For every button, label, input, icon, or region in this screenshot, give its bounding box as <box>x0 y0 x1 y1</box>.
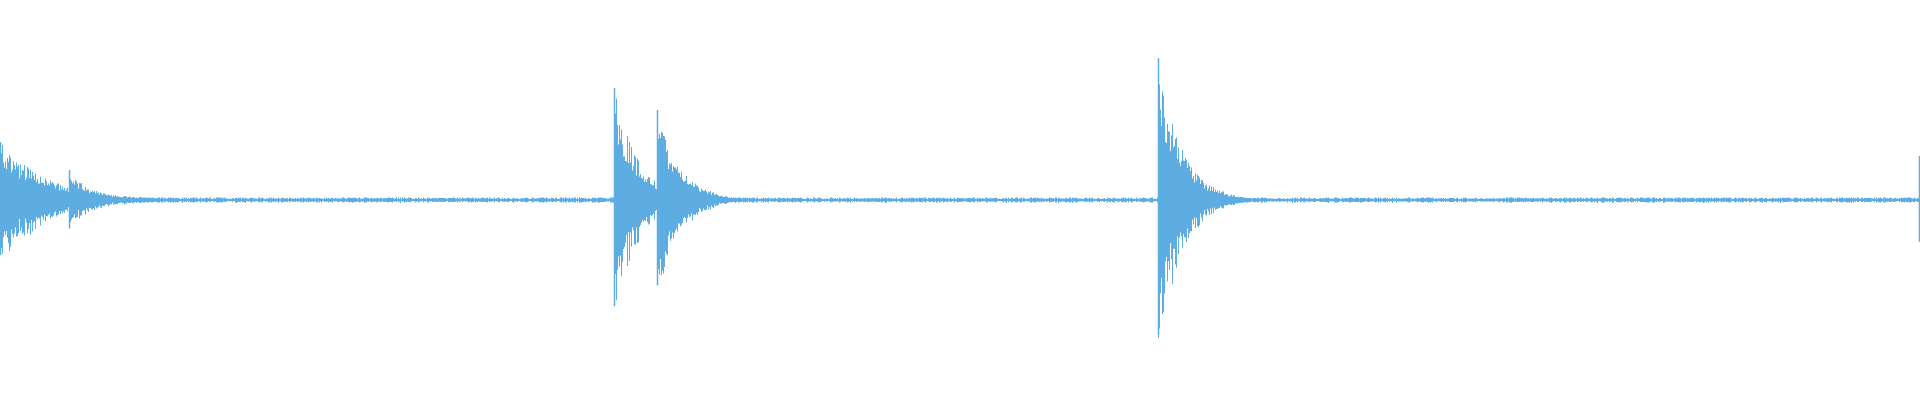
transient-markers <box>0 58 1920 335</box>
waveform-trace <box>0 74 1920 339</box>
